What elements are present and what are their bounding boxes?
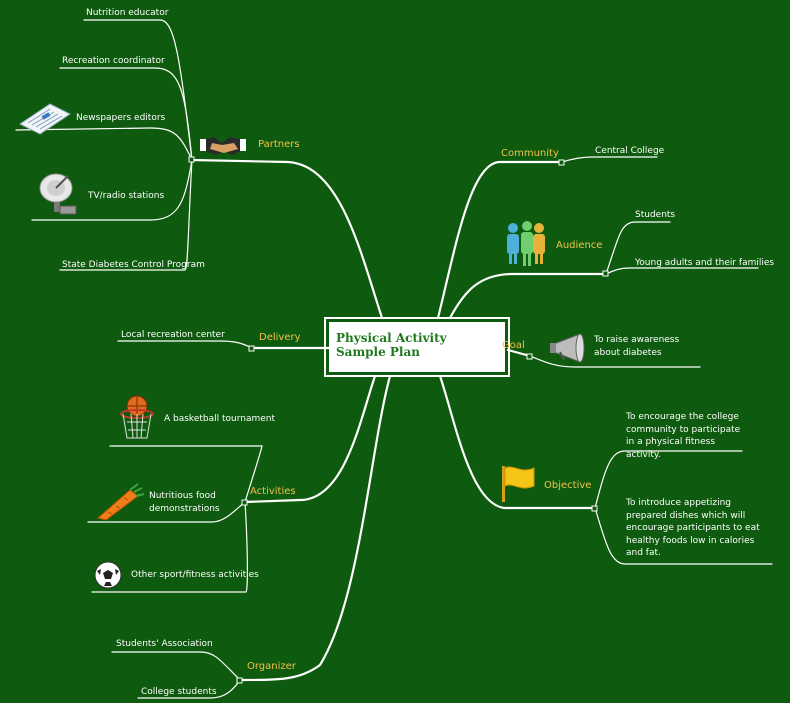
goal-item-raise-awareness[interactable]: To raise awareness about diabetes — [594, 335, 680, 358]
branch-label-objective[interactable]: Objective — [544, 480, 592, 491]
connector-young-adults — [605, 267, 759, 275]
connector-partners — [190, 158, 384, 320]
connector-central-college — [561, 156, 658, 163]
connector-college-students — [137, 679, 241, 699]
connector-recreation-coordinator — [59, 67, 193, 161]
flag-icon — [502, 466, 535, 502]
people-icon — [507, 221, 545, 266]
branch-label-goal[interactable]: Goal — [502, 340, 525, 351]
satellite-dish-icon — [39, 173, 77, 215]
delivery-item-local-recreation[interactable]: Local recreation center — [121, 330, 225, 340]
connector-obj-2 — [594, 507, 773, 565]
partners-item-state-diabetes[interactable]: State Diabetes Control Program — [62, 260, 205, 270]
branch-label-delivery[interactable]: Delivery — [259, 332, 301, 343]
branch-label-partners[interactable]: Partners — [258, 139, 300, 150]
handshake-icon — [200, 137, 246, 155]
connector-tv-radio — [31, 159, 193, 221]
objective-item-introduce[interactable]: To introduce appetizing prepared dishes … — [626, 498, 760, 558]
junction-community — [558, 159, 565, 166]
junction-partners — [188, 156, 195, 163]
megaphone-icon — [550, 333, 585, 363]
junction-objective — [591, 505, 598, 512]
branch-label-audience[interactable]: Audience — [556, 240, 603, 251]
soccer-ball-icon — [94, 561, 122, 589]
partners-item-tv-radio[interactable]: TV/radio stations — [88, 191, 165, 201]
root-title: Physical Activity Sample Plan — [336, 331, 447, 359]
connector-nutrition-educator — [83, 19, 193, 161]
partners-item-recreation-coordinator[interactable]: Recreation coordinator — [62, 56, 165, 66]
activities-item-other-sport[interactable]: Other sport/fitness activities — [131, 570, 259, 580]
branch-label-activities[interactable]: Activities — [250, 486, 296, 497]
connector-organizer — [238, 374, 392, 682]
newspaper-icon — [19, 103, 71, 135]
branch-label-community[interactable]: Community — [501, 148, 559, 159]
activities-item-basketball[interactable]: A basketball tournament — [164, 414, 276, 424]
connector-audience — [448, 272, 608, 320]
connector-basketball — [109, 445, 263, 503]
connector-goal — [506, 348, 532, 358]
junction-goal — [526, 353, 533, 360]
connector-activities — [243, 374, 377, 504]
community-item-central-college[interactable]: Central College — [595, 146, 665, 156]
branch-label-organizer[interactable]: Organizer — [247, 661, 296, 672]
connector-local-recreation — [117, 340, 253, 349]
connector-newspapers-editors — [15, 127, 193, 161]
activities-item-food-demonstrations[interactable]: Nutritious food demonstrations — [149, 491, 220, 514]
junction-audience — [602, 270, 609, 277]
connector-students — [605, 221, 671, 275]
audience-item-students[interactable]: Students — [635, 210, 676, 220]
connector-community — [436, 160, 564, 320]
basketball-hoop-icon — [120, 395, 154, 439]
organizer-item-students-association[interactable]: Students' Association — [116, 639, 213, 649]
organizer-item-college-students[interactable]: College students — [141, 687, 217, 697]
junction-activities — [241, 499, 248, 506]
partners-item-nutrition-educator[interactable]: Nutrition educator — [86, 8, 169, 18]
connector-objective — [438, 374, 597, 510]
carrot-icon — [96, 483, 145, 521]
connector-other-sport — [91, 501, 248, 593]
root-node-fill — [329, 322, 505, 372]
junction-organizer — [236, 677, 243, 684]
connector-obj-1 — [594, 450, 743, 509]
connector-students-assoc — [111, 651, 241, 681]
root-node[interactable]: Physical Activity Sample Plan — [324, 317, 510, 377]
partners-item-newspapers-editors[interactable]: Newspapers editors — [76, 113, 166, 123]
connector-state-diabetes — [59, 159, 193, 271]
connector-goal-text — [529, 355, 701, 368]
junction-delivery — [248, 345, 255, 352]
objective-item-encourage[interactable]: To encourage the college community to pa… — [626, 412, 741, 460]
audience-item-young-adults[interactable]: Young adults and their families — [635, 258, 775, 268]
